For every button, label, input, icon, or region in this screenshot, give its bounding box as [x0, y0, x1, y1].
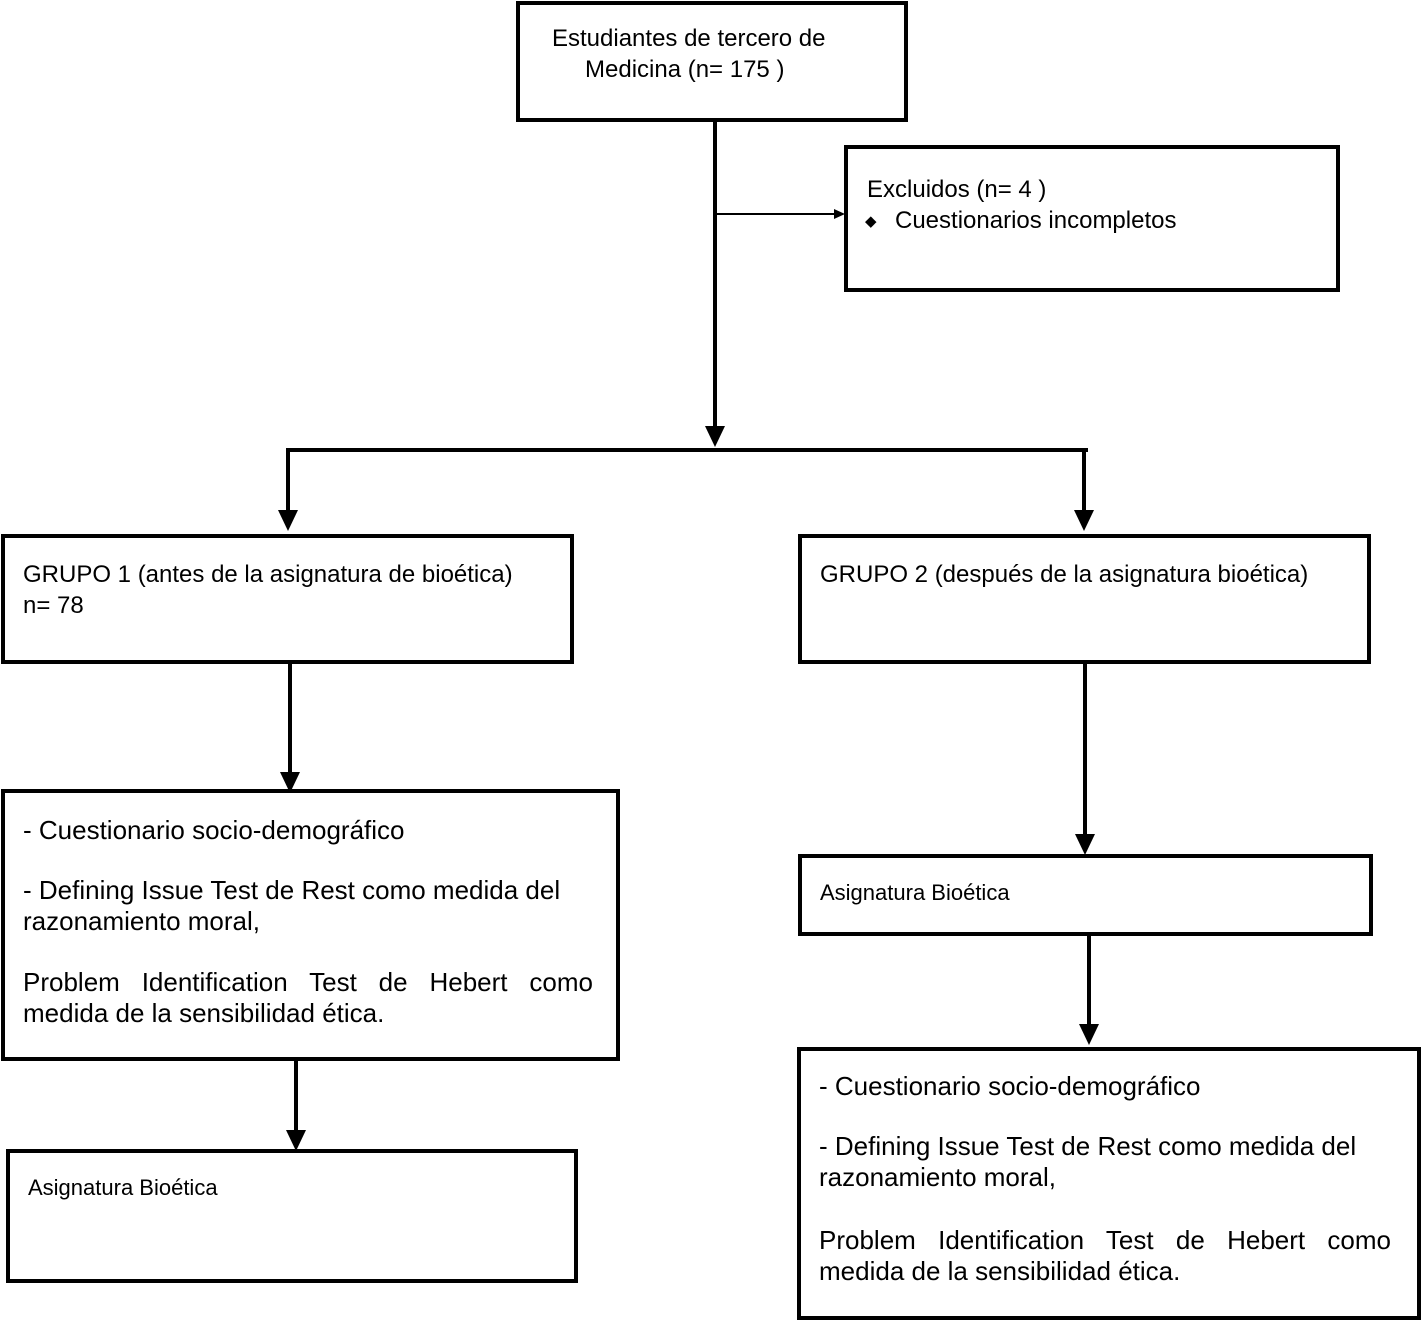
excluded-box: Excluidos (n= 4 ) ◆ Cuestionarios incomp…: [844, 145, 1340, 292]
g2-test-pit: Problem Identification Test de Hebert co…: [819, 1225, 1391, 1287]
students-label-line1: Estudiantes de tercero de: [552, 25, 826, 52]
g2-test-dit: - Defining Issue Test de Rest como medid…: [819, 1131, 1357, 1193]
group2-box: GRUPO 2 (después de la asignatura bioéti…: [798, 534, 1371, 664]
trunk-arrowhead: [705, 426, 725, 447]
excluded-title: Excluidos (n= 4 ): [867, 176, 1047, 203]
g2-course-label: Asignatura Bioética: [820, 880, 1010, 905]
g1-tests-arrowhead: [280, 772, 300, 793]
group1-tests-box: - Cuestionario socio-demográfico - Defin…: [1, 789, 620, 1061]
g1-course-label: Asignatura Bioética: [28, 1175, 218, 1200]
left-drop-arrowhead: [278, 510, 298, 531]
g1-test-pit: Problem Identification Test de Hebert co…: [23, 967, 593, 1029]
group1-count: n= 78: [23, 592, 84, 619]
excluded-arrowhead: [834, 209, 845, 219]
students-label-line2: Medicina (n= 175 ): [585, 56, 785, 83]
g1-test-sociodemographic: - Cuestionario socio-demográfico: [23, 815, 405, 845]
group1-box: GRUPO 1 (antes de la asignatura de bioét…: [1, 534, 574, 664]
right-drop-arrowhead: [1074, 510, 1094, 531]
group2-course-box: Asignatura Bioética: [798, 854, 1373, 936]
g2-test-sociodemographic: - Cuestionario socio-demográfico: [819, 1071, 1201, 1101]
g2-tests-arrowhead: [1079, 1024, 1099, 1045]
g1-course-arrowhead: [286, 1130, 306, 1151]
group2-tests-box: - Cuestionario socio-demográfico - Defin…: [797, 1047, 1421, 1320]
bullet-icon: ◆: [865, 213, 877, 230]
group1-title: GRUPO 1 (antes de la asignatura de bioét…: [23, 561, 513, 588]
students-box: Estudiantes de tercero de Medicina (n= 1…: [516, 1, 908, 122]
group1-course-box: Asignatura Bioética: [6, 1149, 578, 1283]
g2-course-arrowhead: [1075, 834, 1095, 855]
g1-test-dit: - Defining Issue Test de Rest como medid…: [23, 875, 561, 937]
group2-title: GRUPO 2 (después de la asignatura bioéti…: [820, 561, 1309, 588]
excluded-reason: Cuestionarios incompletos: [895, 207, 1177, 234]
